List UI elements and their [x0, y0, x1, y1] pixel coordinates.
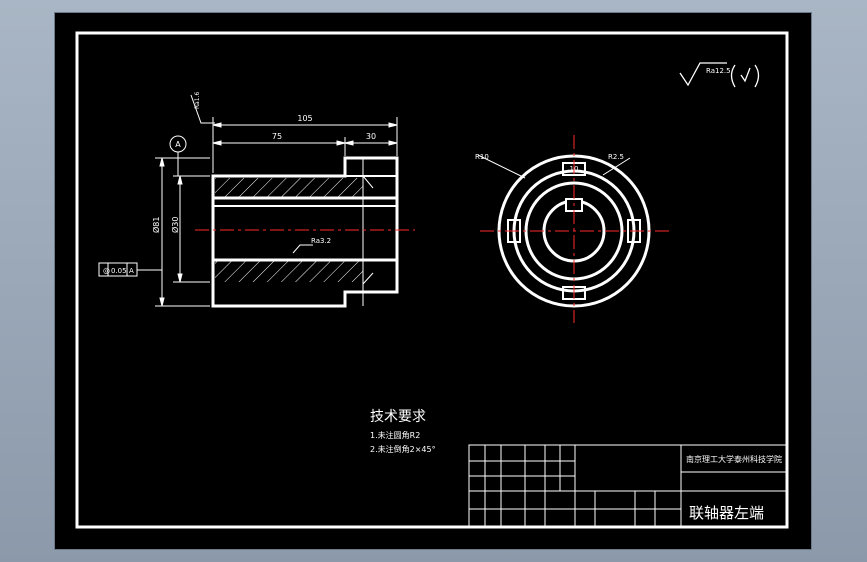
- datum-label: A: [175, 140, 181, 149]
- title-block-institution: 南京理工大学泰州科技学院: [686, 454, 782, 464]
- dim-bore-diameter: Ø30: [170, 217, 180, 233]
- surface-roughness-symbol: [679, 62, 760, 88]
- roughness-bore: Ra3.2: [311, 237, 331, 245]
- side-radius-label: R10: [475, 153, 489, 161]
- tolerance-symbol: ◎: [103, 266, 110, 275]
- inner-frame: [75, 31, 789, 529]
- dim-body-length: 75: [272, 132, 282, 141]
- corner-roughness-label: Ra12.5: [706, 67, 731, 75]
- tolerance-value: 0.05: [111, 267, 127, 275]
- tolerance-datum: A: [129, 267, 134, 275]
- front-dimensions: [98, 94, 398, 307]
- tech-requirements-title: 技术要求: [370, 409, 426, 425]
- drawing-sheet: 105 75 30 Ø81 Ø30 Ra1.6 Ra3.2 A ◎ 0.05 A…: [55, 13, 811, 549]
- tech-requirement-item-1: 1.未注圆角R2: [370, 430, 420, 440]
- side-view: [477, 135, 670, 323]
- dim-outer-diameter: Ø81: [151, 217, 161, 233]
- side-rib-label: R2.5: [608, 153, 624, 161]
- dim-overall-length: 105: [297, 114, 312, 123]
- tech-requirement-item-2: 2.未注倒角2×45°: [370, 444, 436, 454]
- cad-drawing: 105 75 30 Ø81 Ø30 Ra1.6 Ra3.2 A ◎ 0.05 A…: [75, 31, 789, 529]
- front-section-view: [195, 156, 415, 308]
- roughness-top: Ra1.6: [194, 92, 201, 109]
- dim-flange-length: 30: [366, 132, 376, 141]
- title-block-drawing-title: 联轴器左端: [689, 504, 764, 522]
- part-outline: [211, 156, 399, 308]
- side-key-label: 10: [570, 165, 579, 173]
- title-block: [468, 444, 788, 528]
